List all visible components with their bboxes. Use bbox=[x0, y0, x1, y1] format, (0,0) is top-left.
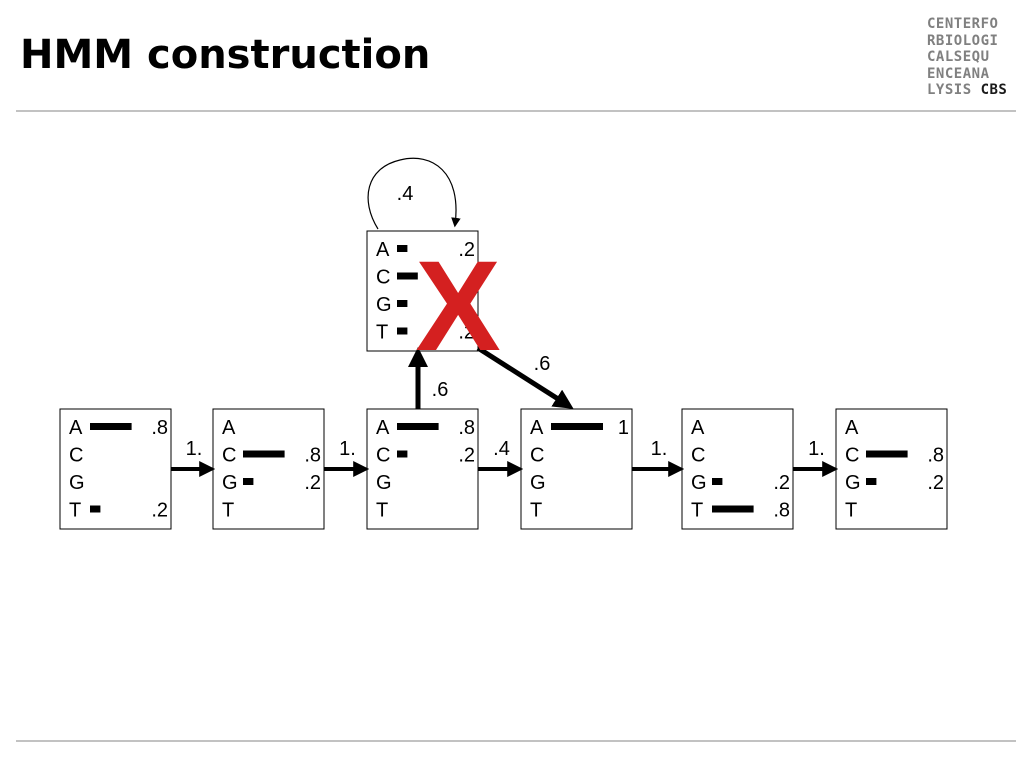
insert-out-prob: .6 bbox=[534, 353, 551, 375]
emission-bar bbox=[397, 423, 439, 430]
emission-letter: C bbox=[376, 267, 390, 289]
emission-bar bbox=[551, 423, 603, 430]
logo-line: CALSEQU bbox=[927, 49, 990, 65]
emission-bar bbox=[243, 478, 254, 485]
emission-bar bbox=[397, 272, 418, 280]
insert-in-prob: .6 bbox=[432, 379, 449, 401]
emission-letter: G bbox=[530, 472, 546, 494]
emission-letter: G bbox=[691, 472, 707, 494]
insert-state-box bbox=[366, 230, 479, 352]
match-state: AC .8G .2T bbox=[212, 408, 325, 530]
emission-bar bbox=[243, 450, 285, 458]
emission-letter: T bbox=[691, 500, 703, 522]
emission-letter: T bbox=[530, 500, 542, 522]
emission-prob: .2 bbox=[927, 472, 944, 494]
emission-letter: C bbox=[376, 445, 390, 467]
emission-letter: C bbox=[530, 445, 544, 467]
emission-bar bbox=[90, 505, 101, 513]
emission-letter: C bbox=[222, 445, 236, 467]
match-state-box bbox=[520, 408, 633, 530]
self-loop-prob: .4 bbox=[397, 183, 414, 205]
slide-title: HMM construction bbox=[20, 32, 431, 78]
cbs-logo: CENTERFO RBIOLOGI CALSEQU ENCEANA LYSIS … bbox=[927, 16, 1007, 99]
emission-bar bbox=[712, 505, 754, 513]
label-layer: 1. 1. .4 1. 1. .6 .6 .4 bbox=[186, 183, 825, 460]
emission-prob: .2 bbox=[304, 472, 321, 494]
emission-letter: A bbox=[845, 417, 859, 439]
emission-letter: C bbox=[845, 445, 859, 467]
emission-bar bbox=[866, 478, 877, 485]
logo-line: ENCEANA bbox=[927, 65, 990, 82]
emission-letter: A bbox=[376, 417, 390, 439]
emission-letter: A bbox=[376, 239, 390, 261]
emission-letter: T bbox=[69, 500, 81, 522]
transition-prob: 1. bbox=[186, 438, 203, 460]
emission-bar bbox=[90, 423, 132, 430]
transition-prob: 1. bbox=[339, 438, 356, 460]
emission-prob: .8 bbox=[458, 417, 475, 439]
footer-divider bbox=[16, 740, 1016, 742]
match-state: AC .8G .2T bbox=[835, 408, 948, 530]
emission-prob: .8 bbox=[773, 500, 790, 522]
transition-prob: .4 bbox=[493, 438, 510, 460]
insert-out-arrow bbox=[476, 345, 574, 409]
emission-prob: .2 bbox=[151, 500, 168, 522]
emission-prob: .2 bbox=[773, 472, 790, 494]
emission-letter: G bbox=[376, 294, 392, 316]
emission-prob: .2 bbox=[458, 445, 475, 467]
logo-prefix: LYSIS bbox=[927, 82, 981, 98]
emission-letter: C bbox=[69, 445, 83, 467]
self-loop-arrow bbox=[367, 157, 461, 230]
match-state-box bbox=[212, 408, 325, 530]
emission-letter: G bbox=[222, 472, 238, 494]
emission-bar bbox=[712, 478, 723, 485]
match-state-box bbox=[835, 408, 948, 530]
emission-letter: T bbox=[376, 500, 388, 522]
emission-letter: A bbox=[69, 417, 83, 439]
emission-bar bbox=[397, 245, 408, 252]
emission-letter: T bbox=[845, 500, 857, 522]
match-state: ACG .2T .8 bbox=[681, 408, 794, 530]
emission-letter: A bbox=[691, 417, 705, 439]
emission-letter: G bbox=[69, 472, 85, 494]
transition-prob: 1. bbox=[651, 438, 668, 460]
emission-letter: A bbox=[530, 417, 544, 439]
emission-prob: .2 bbox=[458, 239, 475, 261]
title-divider bbox=[16, 110, 1016, 112]
cross-layer: X bbox=[415, 235, 500, 378]
emission-letter: A bbox=[222, 417, 236, 439]
emission-prob: .8 bbox=[151, 417, 168, 439]
emission-bar bbox=[397, 327, 408, 335]
emission-bar bbox=[397, 300, 408, 307]
emission-prob: .2 bbox=[458, 322, 475, 344]
emission-prob: 1 bbox=[618, 417, 629, 439]
emission-prob: .8 bbox=[304, 445, 321, 467]
cross-mark: X bbox=[415, 235, 500, 378]
transition-layer bbox=[171, 157, 839, 477]
logo-line: CENTERFO bbox=[927, 16, 999, 32]
logo-line: LYSIS CBS bbox=[927, 82, 1007, 99]
emission-letter: C bbox=[691, 445, 705, 467]
emission-bar bbox=[397, 450, 408, 458]
emission-letter: G bbox=[845, 472, 861, 494]
emission-bar bbox=[866, 450, 908, 458]
transition-prob: 1. bbox=[808, 438, 825, 460]
logo-cbs: CBS bbox=[980, 82, 1008, 98]
match-state: A .8C .2GT bbox=[366, 408, 479, 530]
logo-line: RBIOLOGI bbox=[927, 32, 999, 49]
emission-prob: .8 bbox=[927, 445, 944, 467]
emission-letter: T bbox=[222, 500, 234, 522]
emission-letter: G bbox=[376, 472, 392, 494]
emission-letter: T bbox=[376, 322, 388, 344]
